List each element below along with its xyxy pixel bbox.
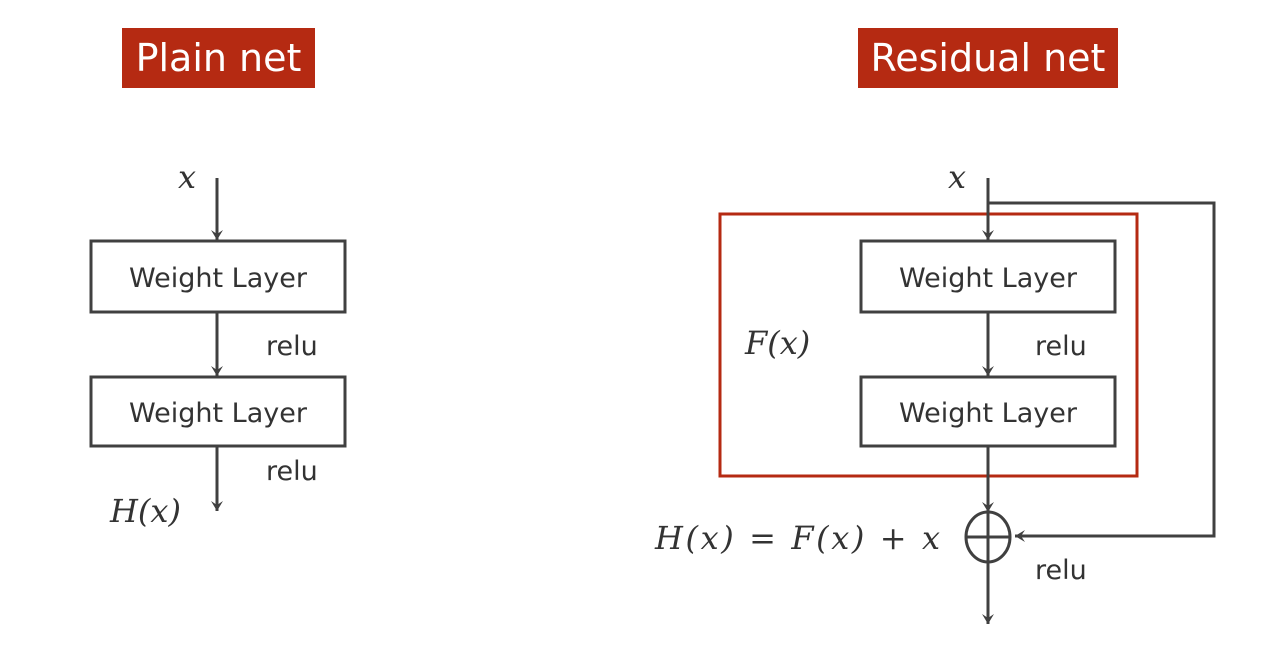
plain-layer2-label: Weight Layer bbox=[129, 398, 308, 429]
residual-block-label: F(x) bbox=[744, 324, 810, 362]
plain-relu2-label: relu bbox=[266, 456, 318, 487]
residual-layer2-label: Weight Layer bbox=[899, 398, 1078, 429]
residual-input-label: x bbox=[948, 158, 966, 196]
plain-layer1-label: Weight Layer bbox=[129, 263, 308, 294]
plain-output-label: H(x) bbox=[109, 492, 181, 530]
plain-net-title: Plain net bbox=[122, 28, 315, 88]
plain-input-label: x bbox=[178, 158, 196, 196]
residual-relu1-label: relu bbox=[1035, 331, 1087, 362]
residual-equation: H(x) = F(x) + x bbox=[654, 519, 940, 557]
residual-net-title: Residual net bbox=[858, 28, 1118, 88]
residual-block-box bbox=[718, 212, 1139, 478]
residual-relu2-label: relu bbox=[1035, 555, 1087, 586]
plain-relu1-label: relu bbox=[266, 331, 318, 362]
residual-layer1-label: Weight Layer bbox=[899, 263, 1078, 294]
skip-connection bbox=[988, 201, 1216, 542]
